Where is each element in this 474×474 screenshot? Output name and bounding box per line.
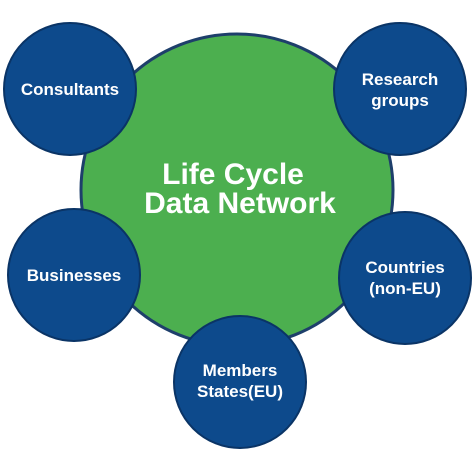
node-research-groups-label-line-1: Research bbox=[362, 70, 439, 89]
node-businesses: Businesses bbox=[7, 208, 141, 342]
node-countries-non-eu-label-line-1: Countries bbox=[365, 258, 444, 277]
hub: Life Cycle Data Network bbox=[79, 32, 395, 348]
node-members-states-eu-label-line-2: States(EU) bbox=[197, 382, 283, 401]
node-countries-non-eu: Countries (non-EU) bbox=[338, 211, 472, 345]
node-consultants-circle bbox=[3, 22, 137, 156]
node-research-groups: Research groups bbox=[333, 22, 467, 156]
node-members-states-eu-circle bbox=[173, 315, 307, 449]
node-countries-non-eu-label-line-2: (non-EU) bbox=[369, 279, 441, 298]
node-members-states-eu-label-line-1: Members bbox=[203, 361, 278, 380]
node-consultants-label: Consultants bbox=[21, 80, 119, 99]
node-businesses-label: Businesses bbox=[27, 266, 122, 285]
node-countries-non-eu-circle bbox=[338, 211, 472, 345]
hub-title-line-2: Data Network bbox=[144, 187, 336, 220]
hub-title-line-1: Life Cycle bbox=[162, 158, 304, 191]
node-research-groups-label-line-2: groups bbox=[371, 91, 429, 110]
node-consultants: Consultants bbox=[3, 22, 137, 156]
node-members-states-eu: Members States(EU) bbox=[173, 315, 307, 449]
node-businesses-circle bbox=[7, 208, 141, 342]
node-research-groups-circle bbox=[333, 22, 467, 156]
